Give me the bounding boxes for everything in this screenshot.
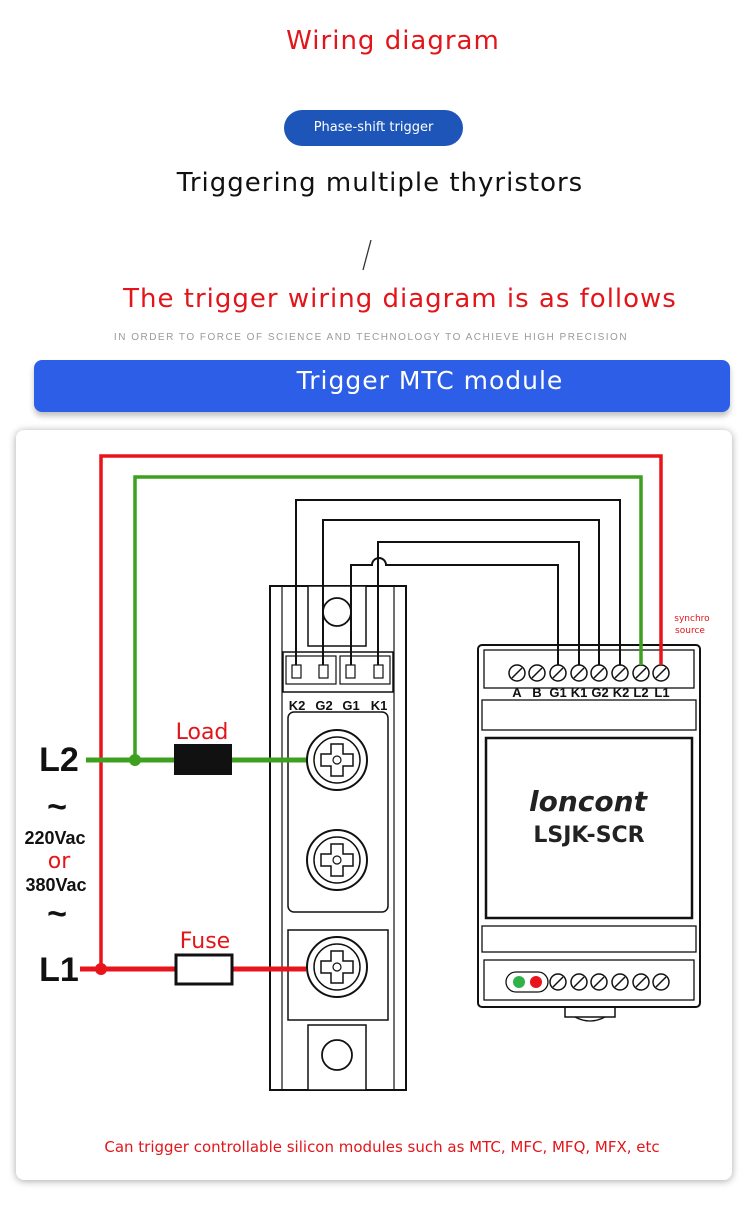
l1-label: L1: [39, 951, 79, 989]
voltage-or: or: [48, 849, 71, 874]
l1-junction-icon: [95, 963, 107, 975]
l2-junction-icon: [129, 754, 141, 766]
wiring-heading: The trigger wiring diagram is as follows: [123, 284, 677, 314]
screw-top-icon: [306, 729, 368, 791]
thyristor-module: K2 G2 G1 K1: [269, 585, 407, 1091]
wire-g2: [322, 519, 600, 665]
controller-terminal-a: A: [512, 685, 522, 700]
fuse-block-icon: [174, 953, 234, 986]
load-label: Load: [176, 720, 229, 745]
controller-terminal-g1: G1: [549, 685, 566, 700]
load-block-icon: [174, 744, 232, 775]
fuse-label: Fuse: [180, 929, 230, 954]
footer-note: Can trigger controllable silicon modules…: [104, 1138, 659, 1156]
controller-terminal-k2: K2: [613, 685, 630, 700]
section-subtitle: Triggering multiple thyristors: [176, 168, 584, 198]
controller-terminal-b: B: [532, 685, 541, 700]
slash-divider-icon: [362, 239, 372, 271]
controller-bottom-screws: [549, 973, 670, 991]
thyristor-terminal-k1: K1: [371, 698, 388, 713]
voltage-220: 220Vac: [24, 828, 85, 848]
controller-terminal-g2: G2: [591, 685, 608, 700]
red-synchro-wire: [99, 454, 663, 969]
thyristor-terminal-g2: G2: [315, 698, 332, 713]
tilde-bottom: ~: [47, 895, 67, 933]
controller-top-screws: [508, 664, 670, 682]
screw-bottom-icon: [306, 936, 368, 998]
thyristor-terminal-g1: G1: [342, 698, 359, 713]
brand-logo: loncont: [529, 785, 649, 818]
voltage-380: 380Vac: [25, 875, 86, 895]
controller-module: loncont LSJK-SCR A B G1 K1 G2 K2 L2 L1: [477, 644, 701, 1022]
thyristor-terminal-k2: K2: [289, 698, 306, 713]
page-title: Wiring diagram: [286, 26, 500, 56]
tagline: IN ORDER TO FORCE OF SCIENCE AND TECHNOL…: [113, 332, 629, 343]
banner: [34, 360, 730, 412]
led-red-icon: [530, 976, 542, 988]
controller-terminal-l2: L2: [633, 685, 648, 700]
screw-middle-icon: [306, 829, 368, 891]
model-label: LSJK-SCR: [533, 823, 644, 848]
phase-shift-trigger-button[interactable]: Phase-shift trigger: [284, 110, 463, 146]
controller-terminal-l1: L1: [654, 685, 669, 700]
control-wires: [295, 499, 621, 665]
green-synchro-wire: [133, 475, 643, 760]
controller-terminal-k1: K1: [571, 685, 588, 700]
l2-label: L2: [39, 741, 79, 779]
source-label: source: [675, 626, 705, 636]
wire-k1: [377, 541, 580, 665]
banner-title: Trigger MTC module: [296, 366, 564, 395]
led-green-icon: [513, 976, 525, 988]
tilde-top: ~: [47, 788, 67, 826]
wire-k2: [295, 499, 621, 665]
synchro-label: synchro: [674, 614, 710, 624]
